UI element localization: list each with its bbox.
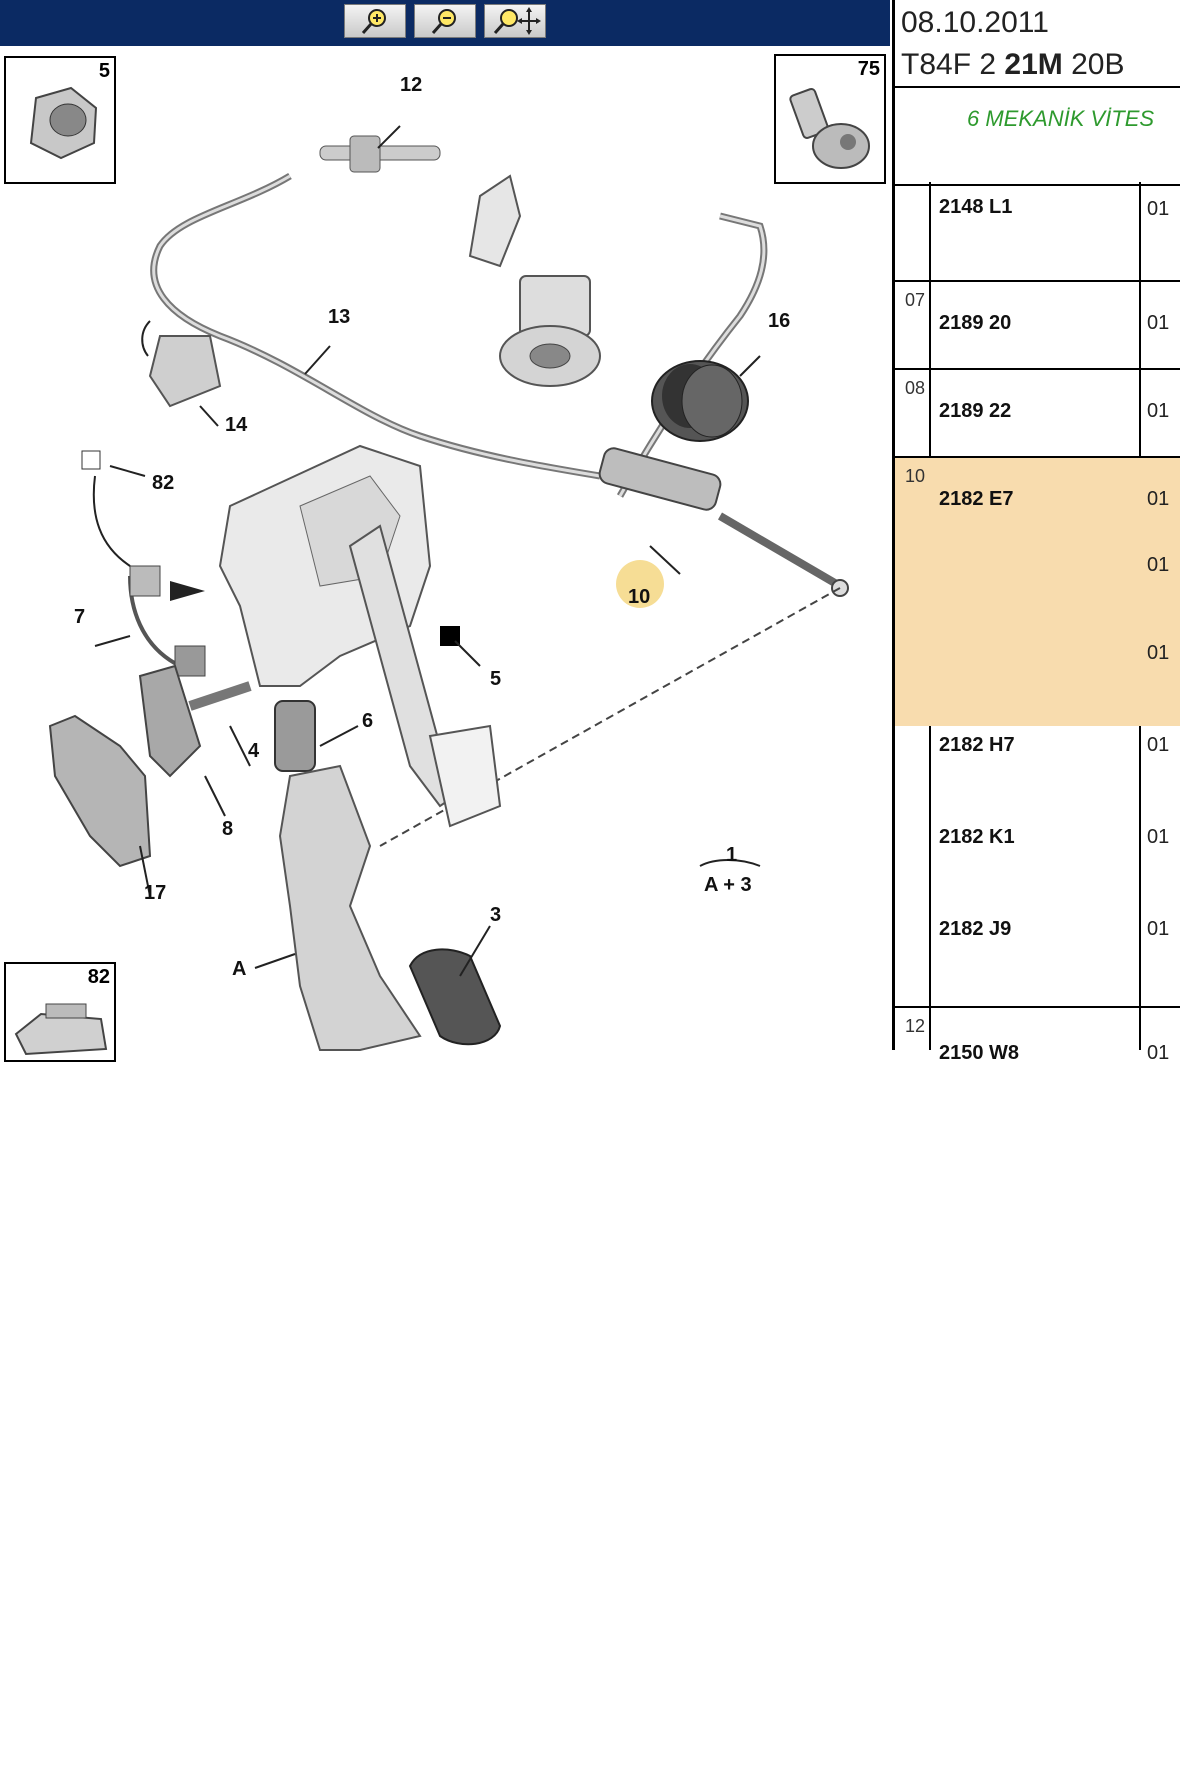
zoom-pan-button[interactable] (484, 4, 546, 38)
description-row: 6 MEKANİK VİTES (895, 86, 1180, 186)
part-row-selected[interactable]: 10 2182 E7 01 01 01 (895, 458, 1180, 726)
part-row[interactable]: 08 2189 22 01 (895, 370, 1180, 458)
part-reference[interactable]: 2150 W8 (939, 1042, 1020, 1064)
vehicle-code-c: 20B (1071, 48, 1125, 81)
parts-list-panel: 08.10.2011 T84F 2 21M 20B 6 MEKANİK VİTE… (892, 0, 1180, 1064)
callout-10: 10 (628, 586, 651, 608)
zoom-out-button[interactable] (414, 4, 476, 38)
part-reference[interactable]: 2189 22 (939, 400, 1012, 422)
part-quantity: 01 (1147, 198, 1170, 220)
callout-a-plus-3: A + 3 (704, 874, 752, 896)
part-quantity: 01 (1147, 918, 1170, 940)
zoom-out-icon (431, 9, 456, 34)
callout-17: 17 (144, 882, 167, 904)
zoom-in-icon (361, 9, 386, 34)
inset-sensor[interactable]: 82 (4, 962, 116, 1062)
part-reference[interactable]: 2148 L1 (939, 196, 1013, 218)
callout-8: 8 (222, 818, 234, 840)
callout-13: 13 (328, 306, 351, 328)
exploded-diagram: 12 13 14 16 82 7 10 5 6 4 8 17 1 A + 3 3… (0, 46, 890, 1062)
part-reference[interactable]: 2182 E7 (939, 488, 1014, 510)
part-quantity: 01 (1147, 826, 1170, 848)
callout-1: 1 (726, 844, 738, 866)
callout-6: 6 (362, 710, 374, 732)
part-quantity: 01 (1147, 312, 1170, 334)
part-row[interactable]: 2182 H7 01 2182 K1 01 2182 J9 01 (895, 726, 1180, 1008)
callout-4: 4 (248, 740, 260, 762)
part-quantity: 01 (1147, 400, 1170, 422)
inset-nut[interactable]: 5 (4, 56, 116, 184)
clutch-pedal-drawing (48, 125, 849, 1051)
zoom-toolbar (0, 0, 890, 46)
callout-12: 12 (400, 74, 423, 96)
inset-number: 75 (857, 58, 880, 80)
position-number: 12 (905, 1016, 926, 1036)
part-reference[interactable]: 2182 K1 (939, 826, 1015, 848)
catalog-date: 08.10.2011 (901, 6, 1049, 39)
inset-number: 82 (87, 966, 110, 988)
part-quantity: 01 (1147, 554, 1170, 576)
vehicle-code-a: T84F 2 (901, 48, 997, 81)
part-quantity: 01 (1147, 734, 1170, 756)
vehicle-code-b: 21M (1004, 48, 1063, 81)
callout-3: 3 (490, 904, 502, 926)
vehicle-code: T84F 2 21M 20B (901, 48, 1124, 82)
part-row[interactable]: 07 2189 20 01 (895, 282, 1180, 370)
callout-82: 82 (152, 472, 175, 494)
part-row[interactable]: 12 2150 W8 01 (895, 1008, 1180, 1068)
part-reference[interactable]: 2182 J9 (939, 918, 1012, 940)
callout-14: 14 (225, 414, 248, 436)
part-quantity: 01 (1147, 488, 1170, 510)
callout-5: 5 (490, 668, 502, 690)
callout-a: A (232, 958, 247, 980)
position-number: 10 (905, 466, 926, 486)
part-row[interactable]: 2148 L1 01 (895, 182, 1180, 282)
part-quantity: 01 (1147, 642, 1170, 664)
nut-icon (29, 86, 98, 160)
zoom-in-button[interactable] (344, 4, 406, 38)
position-number: 07 (905, 290, 926, 310)
inset-number: 5 (98, 60, 110, 82)
parts-viewer: 12 13 14 16 82 7 10 5 6 4 8 17 1 A + 3 3… (0, 0, 1180, 1064)
position-number: 08 (905, 378, 926, 398)
transmission-description: 6 MEKANİK VİTES (967, 106, 1155, 131)
zoom-pan-icon (493, 7, 541, 35)
part-reference[interactable]: 2189 20 (939, 312, 1012, 334)
callout-7: 7 (74, 606, 86, 628)
sensor-icon (14, 1003, 108, 1056)
inset-screw[interactable]: 75 (774, 54, 886, 184)
screw-icon (789, 88, 870, 169)
callout-16: 16 (768, 310, 791, 332)
part-reference[interactable]: 2182 H7 (939, 734, 1015, 756)
part-quantity: 01 (1147, 1042, 1170, 1064)
